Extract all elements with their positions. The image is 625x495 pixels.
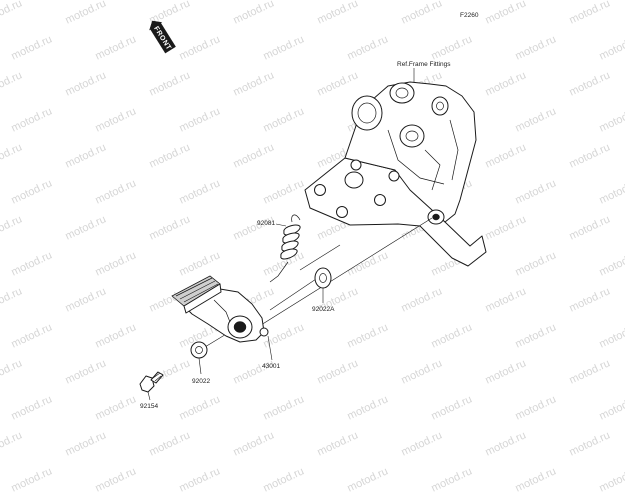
washer-92022: [190, 341, 208, 359]
watermark-text: motod.ru: [429, 465, 474, 495]
label-92022A: 92022A: [312, 306, 335, 313]
label-92154: 92154: [140, 403, 158, 410]
parts-diagram: F2260 FRONT Ref.Frame Fittings: [139, 12, 487, 410]
figure-code: F2260: [460, 12, 479, 19]
watermark-text: motod.ru: [345, 465, 390, 495]
label-43001: 43001: [262, 363, 280, 370]
watermark-text: motod.ru: [261, 465, 306, 495]
washer-92022A: [314, 267, 332, 289]
watermark-text: motod.ru: [93, 465, 138, 495]
brake-pedal-43001: [171, 275, 269, 343]
reference-note: Ref.Frame Fittings: [397, 61, 451, 68]
watermark-text: motod.ru: [597, 465, 625, 495]
spring-92081: [269, 214, 301, 283]
watermark-text: motod.ru: [513, 465, 558, 495]
watermark-text: motod.ru: [9, 465, 54, 495]
label-92081: 92081: [257, 220, 275, 227]
front-direction-badge: FRONT: [149, 20, 176, 54]
watermark-text: motod.ru: [177, 465, 222, 495]
frame-bracket: [304, 81, 487, 267]
label-92022: 92022: [192, 378, 210, 385]
bolt-92154: [139, 371, 164, 393]
